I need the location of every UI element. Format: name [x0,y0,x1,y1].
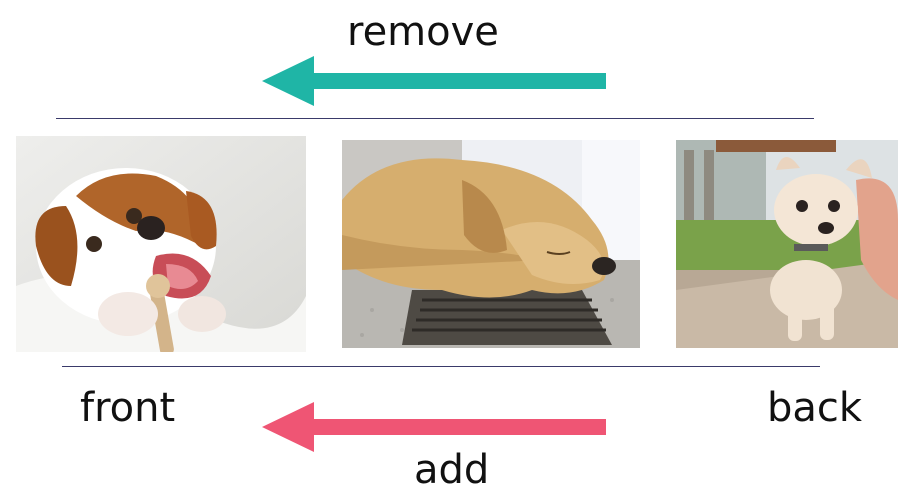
remove-label: remove [347,9,499,55]
add-arrow-shape [262,402,606,452]
queue-item-front-photo [16,136,306,352]
queue-item-middle-photo [342,140,640,348]
add-label: add [414,447,490,493]
front-label: front [80,385,176,431]
queue-item-back-photo [676,140,898,348]
remove-arrow-icon [262,56,606,106]
queue-bottom-rule [62,366,820,367]
queue-top-rule [56,118,814,119]
add-arrow-icon [262,402,606,452]
back-label: back [767,385,863,431]
remove-arrow-shape [262,56,606,106]
